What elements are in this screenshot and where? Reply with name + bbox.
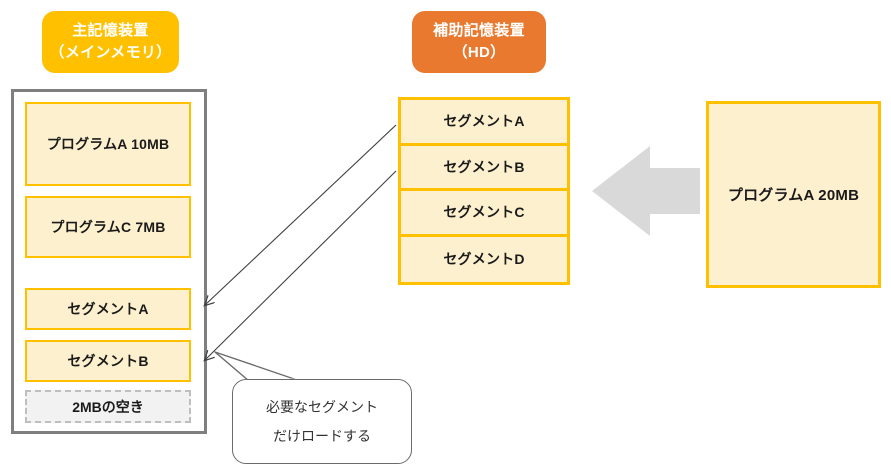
main-memory-container: プログラムA 10MB プログラムC 7MB セグメントA セグメントB 2MB… bbox=[11, 89, 207, 434]
secondary-storage-header-line1: 補助記憶装置 bbox=[433, 22, 525, 40]
memory-block-program-a: プログラムA 10MB bbox=[25, 102, 191, 186]
main-memory-header-line2: （メインメモリ） bbox=[49, 44, 172, 61]
hd-segment-c: セグメントC bbox=[401, 191, 567, 237]
hd-segment-stack: セグメントA セグメントB セグメントC セグメントD bbox=[398, 97, 570, 285]
hd-segment-d: セグメントD bbox=[443, 251, 525, 268]
memory-free-space-block: 2MBの空き bbox=[25, 390, 191, 423]
callout-line2: だけロードする bbox=[273, 428, 371, 444]
main-memory-header-badge: 主記憶装置 （メインメモリ） bbox=[42, 11, 179, 73]
load-arrow-segment-a bbox=[205, 124, 397, 305]
callout-bubble: 必要なセグメント だけロードする bbox=[232, 379, 412, 464]
hd-segment-b: セグメントB bbox=[401, 146, 567, 191]
transfer-arrow-icon bbox=[592, 146, 700, 236]
callout-line1: 必要なセグメント bbox=[266, 399, 378, 415]
secondary-storage-header-badge: 補助記憶装置 （HD） bbox=[412, 11, 546, 73]
callout-tail bbox=[214, 351, 301, 382]
memory-block-segment-a: セグメントA bbox=[25, 288, 191, 330]
load-arrow-segment-b bbox=[205, 170, 397, 360]
secondary-storage-header-line2: （HD） bbox=[452, 44, 506, 61]
main-memory-header-line1: 主記憶装置 bbox=[72, 22, 149, 40]
hd-segment-a: セグメントA bbox=[401, 100, 567, 146]
program-source-box: プログラムA 20MB bbox=[706, 101, 881, 288]
memory-block-segment-b: セグメントB bbox=[25, 340, 191, 382]
memory-block-program-c: プログラムC 7MB bbox=[25, 196, 191, 258]
